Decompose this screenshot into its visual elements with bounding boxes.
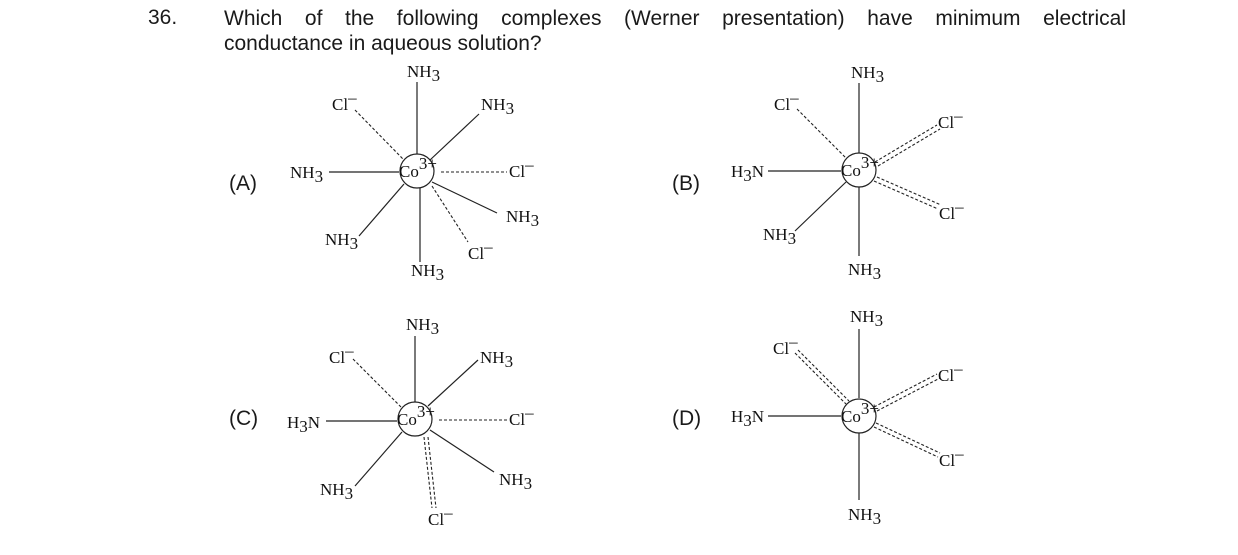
ligand-label: NH3 — [325, 230, 358, 253]
chloride-label: Cl– — [939, 197, 964, 223]
cobalt-center — [841, 152, 877, 188]
bond — [429, 429, 495, 473]
chloride-label: Cl– — [332, 88, 357, 114]
ligand-label: NH3 — [499, 470, 532, 493]
ligand-label: NH3 — [411, 261, 444, 284]
bond — [358, 183, 405, 237]
ionic-dashed-line — [873, 426, 939, 458]
ligand-label: NH3 — [851, 63, 884, 86]
ionic-dashed-line — [797, 349, 850, 402]
ionic-dashed-line — [876, 377, 941, 412]
ligand-label: NH3 — [320, 480, 353, 503]
bond — [427, 359, 479, 407]
chloride-label: Cl– — [938, 106, 963, 132]
ionic-dashed-line — [796, 108, 847, 159]
ionic-dashed-line — [874, 124, 938, 163]
ionic-dashed-line — [352, 358, 402, 408]
chloride-label: Cl– — [428, 503, 453, 529]
metal-label: Co3+ — [841, 153, 879, 180]
ionic-dashed-line — [794, 352, 847, 405]
option-c-label[interactable]: (C) — [229, 407, 259, 430]
ligand-label: NH3 — [407, 62, 440, 85]
bond — [354, 431, 403, 487]
ligand-label: NH3 — [763, 225, 796, 248]
ligand-label: H3N — [287, 413, 320, 436]
chloride-label: Cl– — [329, 341, 354, 367]
chloride-label: Cl– — [509, 403, 534, 429]
metal-label: Co3+ — [399, 154, 437, 181]
question-text: Which of the following complexes (Werner… — [224, 6, 1126, 56]
cobalt-center — [397, 401, 433, 437]
ionic-dashed-line — [877, 128, 941, 167]
question-line-1: Which of the following complexes (Werner… — [224, 7, 1126, 30]
ligand-label: NH3 — [848, 505, 881, 528]
ionic-dashed-line — [427, 436, 437, 509]
chloride-label: Cl– — [468, 237, 493, 263]
ionic-dashed-line — [354, 109, 404, 160]
ligand-label: NH3 — [848, 260, 881, 283]
ligand-label: NH3 — [290, 163, 323, 186]
bond — [794, 181, 847, 232]
bond — [429, 113, 480, 161]
metal-label: Co3+ — [397, 402, 435, 429]
ionic-dashed-line — [431, 185, 469, 243]
ionic-dashed-line — [875, 422, 941, 454]
chloride-label: Cl– — [938, 359, 963, 385]
question-line-2: conductance in aqueous solution? — [224, 32, 542, 55]
ligand-label: NH3 — [406, 315, 439, 338]
option-b-label[interactable]: (B) — [672, 172, 700, 195]
question-number: 36. — [148, 6, 178, 29]
chloride-label: Cl– — [774, 88, 799, 114]
cobalt-center — [399, 153, 435, 189]
ionic-dashed-line — [876, 176, 942, 206]
ligand-label: NH3 — [481, 95, 514, 118]
option-a-label[interactable]: (A) — [229, 172, 257, 195]
bond — [431, 181, 498, 214]
option-d-label[interactable]: (D) — [672, 407, 702, 430]
chloride-label: Cl– — [939, 444, 964, 470]
ionic-dashed-line — [873, 180, 939, 210]
chloride-label: Cl– — [773, 332, 798, 358]
metal-label: Co3+ — [841, 399, 879, 426]
ionic-dashed-line — [423, 436, 433, 509]
ligand-label: H3N — [731, 162, 764, 185]
ionic-dashed-line — [873, 373, 938, 408]
ligand-label: NH3 — [506, 207, 539, 230]
ligand-label: NH3 — [850, 307, 883, 330]
ligand-label: NH3 — [480, 348, 513, 371]
ligand-label: H3N — [731, 407, 764, 430]
cobalt-center — [841, 398, 877, 434]
chloride-label: Cl– — [509, 155, 534, 181]
